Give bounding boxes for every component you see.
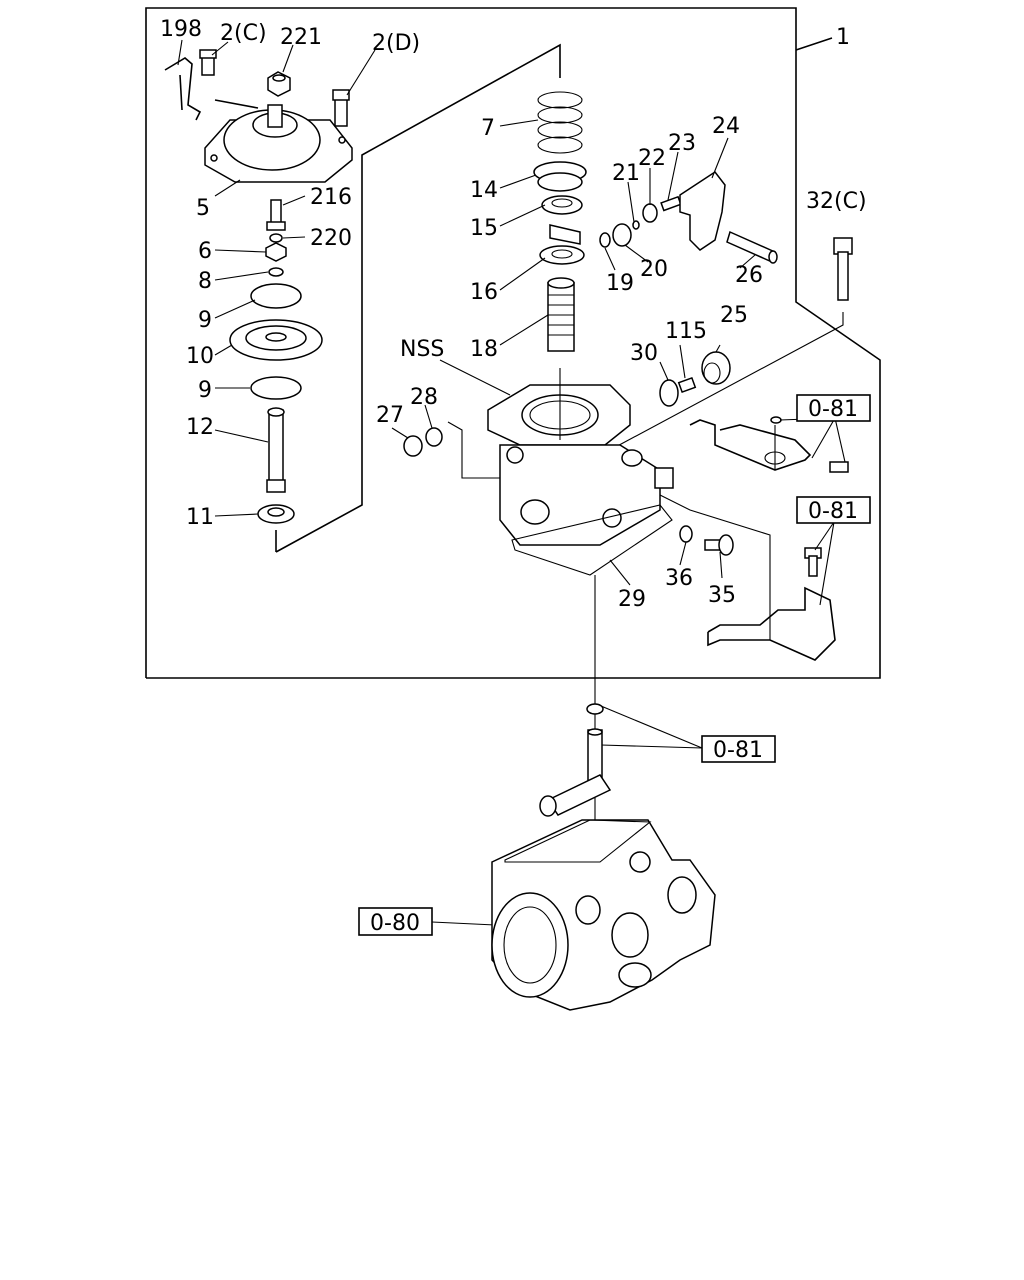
- ref-box-0-81-a[interactable]: 0-81: [796, 394, 871, 422]
- callout-221: 221: [280, 25, 322, 50]
- callout-15: 15: [470, 216, 498, 241]
- callout-27: 27: [376, 403, 404, 428]
- callout-32c: 32(C): [806, 189, 867, 214]
- ref-box-label: 0-81: [808, 397, 858, 422]
- callout-12: 12: [186, 415, 214, 440]
- ref-box-0-81-c[interactable]: 0-81: [701, 735, 776, 763]
- part-plug-28: [425, 427, 443, 447]
- ref-box-0-81-b[interactable]: 0-81: [796, 496, 871, 524]
- callout-11: 11: [186, 505, 214, 530]
- callout-2c: 2(C): [220, 21, 267, 46]
- part-spring-22: [642, 203, 658, 223]
- part-lever-24: [679, 170, 726, 251]
- callout-10: 10: [186, 344, 214, 369]
- part-spring-115: [677, 376, 697, 394]
- part-bolt-2d: [332, 89, 350, 127]
- part-housing-nss: [487, 368, 674, 546]
- callout-19: 19: [606, 271, 634, 296]
- part-spring-lower: [539, 774, 612, 817]
- callout-8: 8: [198, 269, 212, 294]
- ref-box-0-80[interactable]: 0-80: [358, 907, 433, 936]
- callout-9-lower: 9: [198, 378, 212, 403]
- part-plate-9-upper: [250, 283, 302, 309]
- part-shaft-12: [266, 407, 286, 493]
- callout-5: 5: [196, 196, 210, 221]
- callout-28: 28: [410, 385, 438, 410]
- part-cover-5: [204, 99, 353, 183]
- callout-6: 6: [198, 239, 212, 264]
- callout-30: 30: [630, 341, 658, 366]
- part-screw-216: [266, 199, 286, 231]
- callout-216: 216: [310, 185, 352, 210]
- part-shaft-26: [726, 230, 778, 264]
- callout-1: 1: [836, 25, 850, 50]
- ref-box-label: 0-81: [808, 499, 858, 524]
- part-bracket-198: [164, 57, 202, 121]
- callout-7: 7: [481, 116, 495, 141]
- callout-115: 115: [665, 319, 707, 344]
- part-pump-body: [491, 819, 716, 1011]
- callout-24: 24: [712, 114, 740, 139]
- callout-36: 36: [665, 566, 693, 591]
- callout-220: 220: [310, 226, 352, 251]
- callout-29: 29: [618, 587, 646, 612]
- part-spring-7: [537, 91, 583, 154]
- callout-198: 198: [160, 17, 202, 42]
- assembly-frame: [145, 7, 881, 679]
- part-pin-lower: [587, 728, 603, 786]
- part-ring-220: [269, 233, 283, 243]
- callout-labels: 198 2(C) 221 2(D) 1 7 14 15 16 18 21 22 …: [160, 17, 867, 612]
- part-gasket-29: [511, 504, 673, 576]
- part-gear-14: [533, 161, 587, 192]
- callout-18: 18: [470, 337, 498, 362]
- callout-16: 16: [470, 280, 498, 305]
- callout-25: 25: [720, 303, 748, 328]
- callout-9-upper: 9: [198, 308, 212, 333]
- callout-nss: NSS: [400, 337, 444, 362]
- part-pin-21: [632, 220, 640, 230]
- callout-21: 21: [612, 161, 640, 186]
- part-plate-9-lower: [250, 376, 302, 400]
- callout-2d: 2(D): [372, 31, 420, 56]
- part-bolt-2c: [199, 49, 217, 76]
- part-bracket-upper-right: [689, 416, 849, 473]
- callout-22: 22: [638, 146, 666, 171]
- part-washer-36: [679, 525, 693, 543]
- callout-35: 35: [708, 583, 736, 608]
- part-bracket-lower-right: [707, 547, 836, 661]
- part-bolt-32c: [833, 237, 853, 301]
- part-ring-19: [599, 232, 611, 248]
- part-collar-15: [541, 195, 583, 215]
- ref-box-label: 0-80: [370, 911, 420, 936]
- part-screw-35: [704, 534, 734, 556]
- part-nut-221: [267, 71, 291, 97]
- part-sleeve-18: [547, 277, 575, 352]
- part-seal-lower: [586, 703, 604, 715]
- part-washer-8: [268, 267, 284, 277]
- part-ring-30: [659, 379, 679, 407]
- part-cap-25: [701, 351, 731, 385]
- part-nut-6: [265, 242, 287, 262]
- callout-20: 20: [640, 257, 668, 282]
- callout-leaders: [177, 39, 756, 586]
- callout-26: 26: [735, 263, 763, 288]
- callout-23: 23: [668, 131, 696, 156]
- part-seal-11: [257, 504, 295, 524]
- part-pin-23: [660, 195, 682, 212]
- part-diaphragm-10: [229, 319, 323, 361]
- part-plug-20: [612, 223, 632, 247]
- callout-14: 14: [470, 178, 498, 203]
- part-lever-16: [539, 224, 585, 265]
- ref-box-label: 0-81: [713, 738, 763, 763]
- ref-leaders: [431, 417, 846, 926]
- part-screw-27: [403, 435, 423, 457]
